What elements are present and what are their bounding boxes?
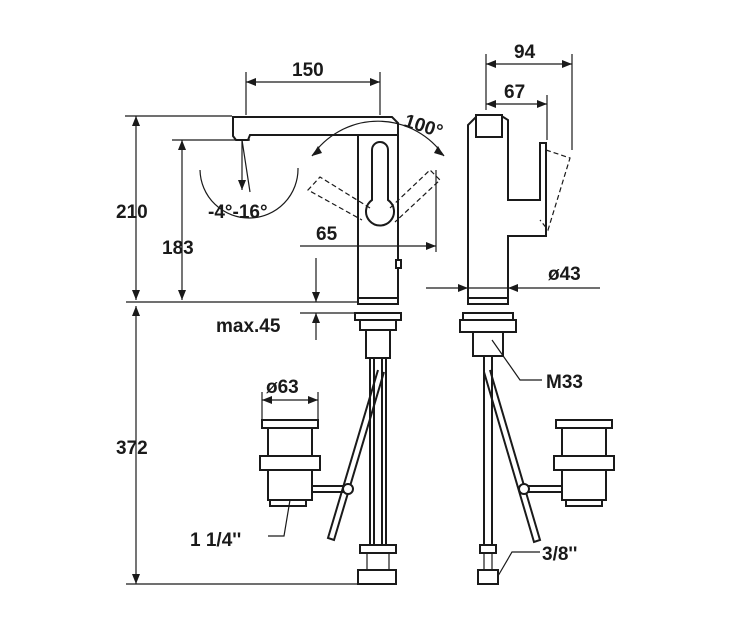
- label-total-depth: 94: [514, 42, 536, 63]
- label-drain-diameter: ø63: [266, 377, 299, 398]
- side-body: [467, 114, 547, 299]
- hose-end-connector: [359, 544, 397, 554]
- drain-top: [261, 419, 319, 429]
- side-view: [459, 114, 615, 585]
- label-hose-thread: 3/8'': [542, 544, 577, 565]
- side-hose-nut: [477, 569, 499, 585]
- label-height-top: 210: [116, 202, 148, 223]
- label-max-thickness: max.45: [216, 316, 281, 337]
- side-drain-body: [561, 469, 607, 501]
- drain-tail: [269, 499, 307, 507]
- side-drain-top: [555, 419, 613, 429]
- dimension-lines: [125, 54, 600, 585]
- side-drain-tail: [565, 499, 603, 507]
- label-handle-depth: 67: [504, 82, 525, 103]
- label-below-height: 372: [116, 438, 148, 459]
- hose-end-nut: [357, 569, 397, 585]
- drain-lever: [312, 485, 348, 493]
- label-lever-offset: 65: [316, 224, 338, 245]
- label-spout-length: 150: [292, 60, 324, 81]
- label-lever-angle: 100°: [401, 111, 445, 143]
- pull-rod: [326, 369, 385, 542]
- mounting-plate: [359, 319, 397, 331]
- side-hose-end: [479, 544, 497, 554]
- side-drain-upper: [561, 427, 607, 457]
- dimension-labels: 150 94 67 100° 210 183 -4°-16° 65 ø43 ma…: [116, 42, 583, 565]
- side-handle-top: [475, 114, 503, 138]
- label-thread-m: M33: [546, 372, 583, 393]
- side-nut: [462, 312, 514, 321]
- faucet-base: [357, 297, 399, 305]
- side-lever-range: [539, 149, 571, 232]
- lever-range-right: [389, 169, 441, 223]
- lever-range-left: [307, 176, 371, 221]
- drain-upper: [267, 427, 313, 457]
- label-height-outlet: 183: [162, 238, 194, 259]
- side-pull-rod: [483, 369, 542, 544]
- label-body-diameter: ø43: [548, 264, 581, 285]
- side-plate: [459, 319, 517, 333]
- drain-body: [267, 469, 313, 501]
- faucet-body: [357, 134, 399, 301]
- label-spout-angle: -4°-16°: [208, 202, 268, 223]
- front-view: [232, 116, 441, 585]
- drain-lever-joint: [342, 483, 354, 495]
- aerator-knob: [395, 259, 402, 269]
- side-drain-flange: [553, 455, 615, 471]
- side-shank: [472, 331, 504, 357]
- mounting-shank: [365, 329, 391, 359]
- drain-flange: [259, 455, 321, 471]
- lever-slot: [365, 141, 395, 227]
- side-drain-joint: [518, 483, 530, 495]
- mounting-nut: [354, 312, 402, 321]
- side-base: [467, 297, 509, 305]
- label-drain-thread: 1 1/4'': [190, 530, 241, 551]
